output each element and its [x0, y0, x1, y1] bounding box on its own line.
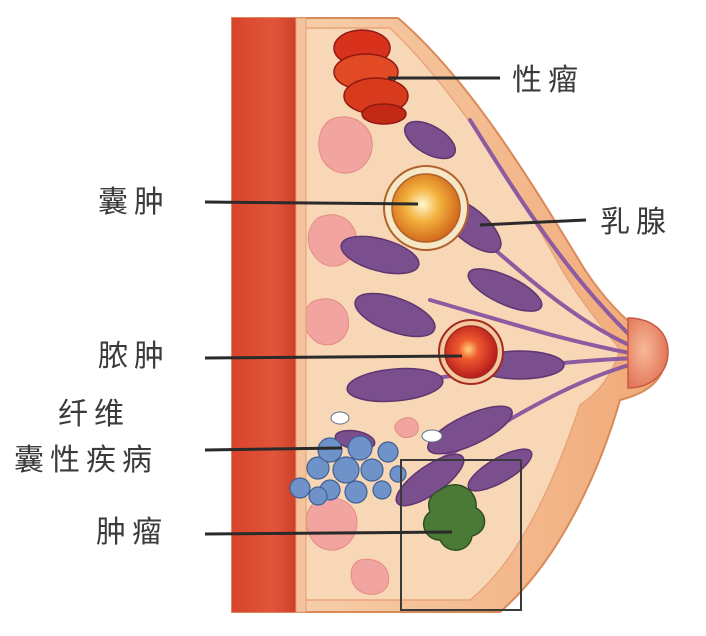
pectoral-muscle	[232, 18, 302, 612]
label-tumor-top: 性瘤	[512, 64, 584, 98]
nipple	[628, 318, 668, 388]
label-mammary-gland: 乳腺	[600, 206, 672, 240]
muscle-edge	[296, 18, 306, 612]
abscess-mass	[439, 320, 503, 384]
cyst-mass	[384, 166, 468, 250]
label-fibrocystic-line2: 囊性疾病	[14, 444, 158, 478]
label-cyst: 囊肿	[98, 186, 170, 220]
label-abscess: 脓肿	[98, 340, 170, 374]
label-tumor-bottom: 肿瘤	[96, 516, 168, 550]
label-fibrocystic-line1: 纤维	[58, 398, 130, 432]
